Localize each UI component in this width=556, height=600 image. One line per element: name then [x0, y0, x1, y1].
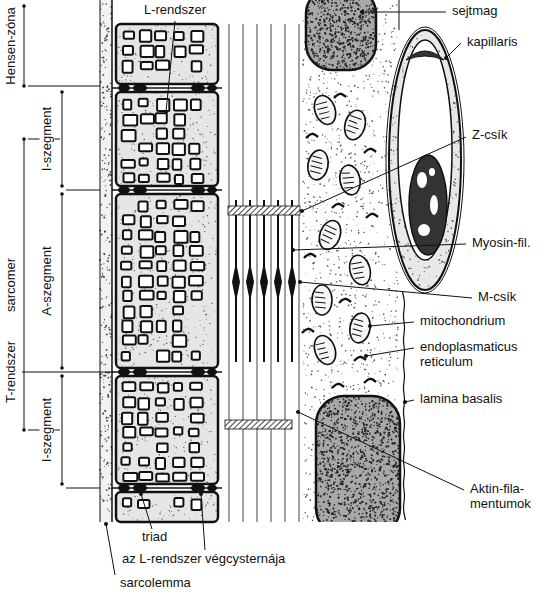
figure: L-rendszerHensen-zónasejtmagkapillarisI-…: [0, 0, 556, 600]
